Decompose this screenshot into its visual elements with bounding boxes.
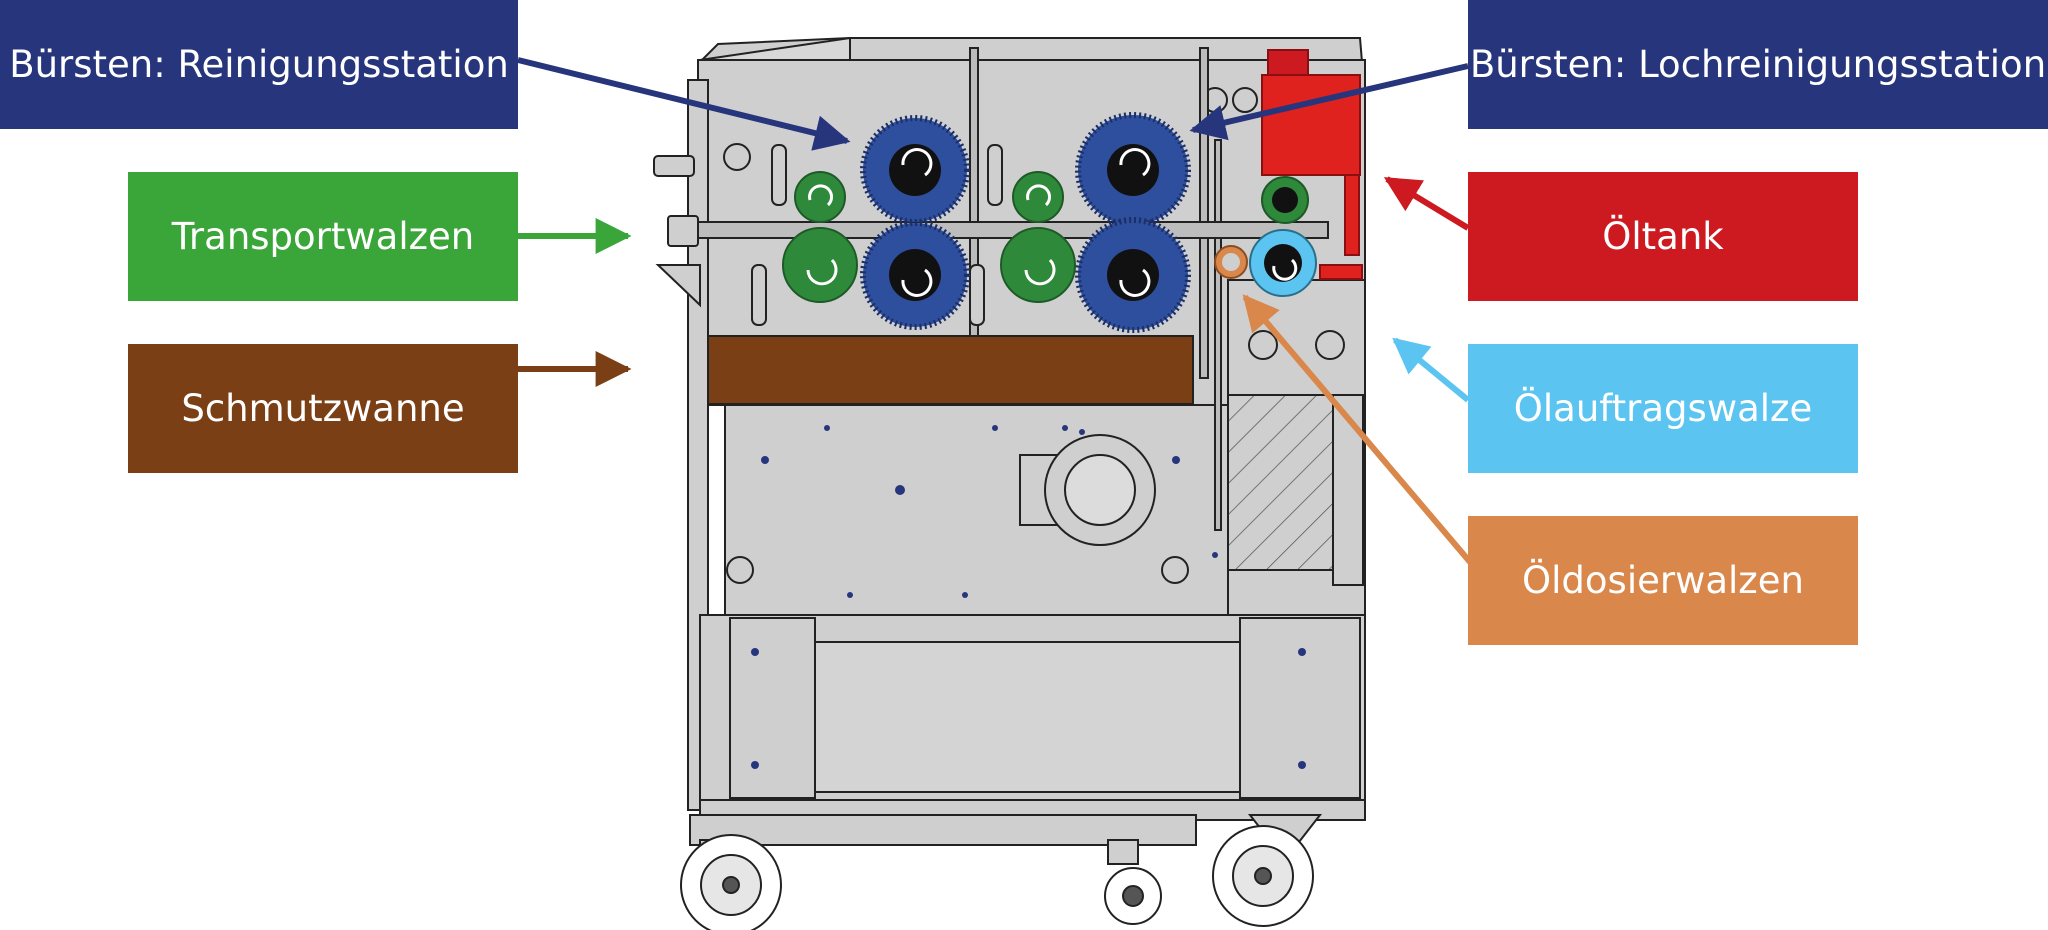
arrow-brushes-hole-cleaning (1189, 63, 1469, 141)
label-dirt-tray-text: Schmutzwanne (181, 387, 465, 430)
label-oil-tank-text: Öltank (1602, 215, 1724, 258)
hole-cleaning-brushes (1075, 112, 1191, 333)
label-brushes-cleaning-text: Bürsten: Reinigungsstation (9, 43, 509, 86)
arrow-brushes-cleaning (517, 57, 851, 151)
label-oil-tank: Öltank (1468, 172, 1858, 301)
label-oil-dosing-rollers: Öldosierwalzen (1468, 516, 1858, 645)
label-brushes-hole-cleaning-text: Bürsten: Lochreinigungsstation (1469, 43, 2047, 86)
cleaning-brushes (860, 115, 970, 330)
screw-dots (751, 425, 1306, 769)
leader-arrows (517, 57, 1473, 564)
arrow-oil-applicator (1392, 337, 1470, 403)
wheels (680, 814, 1323, 930)
label-oil-dosing-rollers-text: Öldosierwalzen (1522, 559, 1804, 602)
dirt-tray (707, 335, 1194, 405)
label-brushes-hole-cleaning: Bürsten: Lochreinigungsstation (1468, 0, 2048, 129)
label-dirt-tray: Schmutzwanne (128, 344, 518, 473)
rotation-arrows (806, 148, 1298, 297)
label-transport-rollers: Transportwalzen (128, 172, 518, 301)
oil-tank (1261, 49, 1363, 280)
label-brushes-cleaning: Bürsten: Reinigungsstation (0, 0, 518, 129)
arrow-oil-dosing (1242, 294, 1473, 564)
label-oil-applicator-roller: Ölauftragswalze (1468, 344, 1858, 473)
transport-rollers (782, 171, 1309, 303)
label-oil-applicator-roller-text: Ölauftragswalze (1513, 387, 1813, 430)
arrow-oil-tank (1383, 176, 1470, 231)
label-transport-rollers-text: Transportwalzen (171, 215, 475, 258)
machine-body (653, 36, 1366, 846)
